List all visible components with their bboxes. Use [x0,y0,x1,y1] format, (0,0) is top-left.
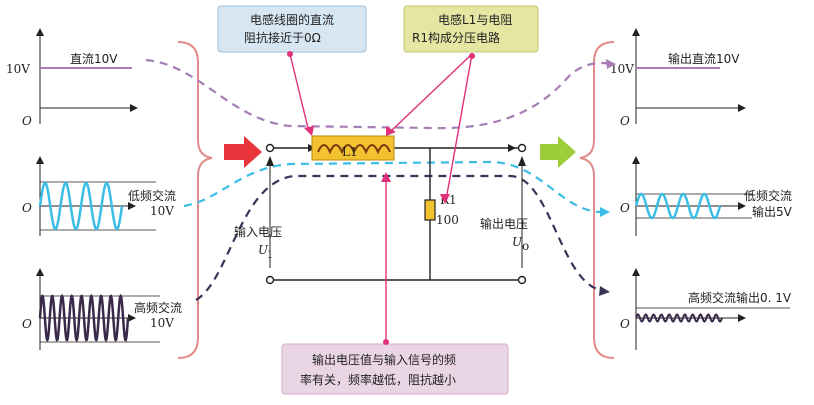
input-arrow [224,136,262,168]
input-low-graph: 低频交流 10V O [22,156,176,236]
inductor-label: L1 [342,145,358,159]
callout-frequency-line2: 率有关，频率越低，阻抗越小 [300,372,456,387]
output-high-origin: O [620,317,630,331]
input-low-label: 低频交流 [128,188,176,203]
output-low-value: 输出5V [752,204,793,219]
output-high-wave [635,313,723,323]
dc-signal-path [145,58,613,130]
callout-divider-line1: 电感L1与电阻 [438,12,512,27]
inductor-l1: L1 [311,135,395,161]
output-arrow [540,136,576,168]
output-dc-origin: O [620,114,630,128]
input-dc-origin: O [22,114,32,128]
callout-dc-impedance: 电感线圈的直流 阻抗接近于0Ω [217,5,367,53]
input-dc-level: 10V [6,62,30,76]
output-low-origin: O [620,201,630,215]
low-signal-path [183,160,601,214]
input-dc-graph: 10V 直流10V O [6,28,138,128]
output-low-label: 低频交流 [744,188,792,203]
input-high-origin: O [22,317,32,331]
callout-dc-impedance-line1: 电感线圈的直流 [250,12,334,27]
high-signal-path [195,174,601,301]
input-high-wave [38,293,130,343]
output-voltage-label: 输出电压 [480,216,528,231]
resistor-r1 [424,199,436,221]
output-low-wave [634,192,722,220]
output-high-graph: 高频交流输出0. 1V O [620,268,792,350]
input-low-value: 10V [150,204,174,218]
input-voltage-label: 输入电压 [234,224,282,239]
input-high-value: 10V [150,316,174,330]
resistor-value: 100 [436,213,459,227]
output-dc-graph: 10V 输出直流10V O [610,28,746,128]
input-brace [177,41,213,359]
input-voltage-sub: i [268,247,272,261]
output-voltage-symbol: U [512,235,523,249]
input-low-origin: O [22,201,32,215]
callout-frequency: 输出电压值与输入信号的频 率有关，频率越低，阻抗越小 [281,343,509,395]
callout-pointers [289,53,473,342]
input-high-label: 高频交流 [134,300,182,315]
input-dc-label: 直流10V [70,52,118,66]
input-voltage-symbol: U [258,243,269,257]
input-high-graph: 高频交流 10V O [22,268,182,350]
callout-divider: 电感L1与电阻 R1构成分压电路 [403,5,539,53]
callout-dc-impedance-line2: 阻抗接近于0Ω [244,30,321,45]
output-dc-level: 10V [610,62,634,76]
output-dc-label: 输出直流10V [668,51,740,66]
circuit: R1 100 输入电压 U i 输出电压 U o [234,143,529,285]
callout-frequency-line1: 输出电压值与输入信号的频 [312,352,456,367]
output-brace [579,41,615,359]
callout-divider-line2: R1构成分压电路 [412,30,500,45]
output-high-label: 高频交流输出0. 1V [688,290,792,305]
input-low-wave [38,181,124,231]
output-voltage-sub: o [522,239,529,253]
output-low-graph: 低频交流 输出5V O [620,156,793,236]
